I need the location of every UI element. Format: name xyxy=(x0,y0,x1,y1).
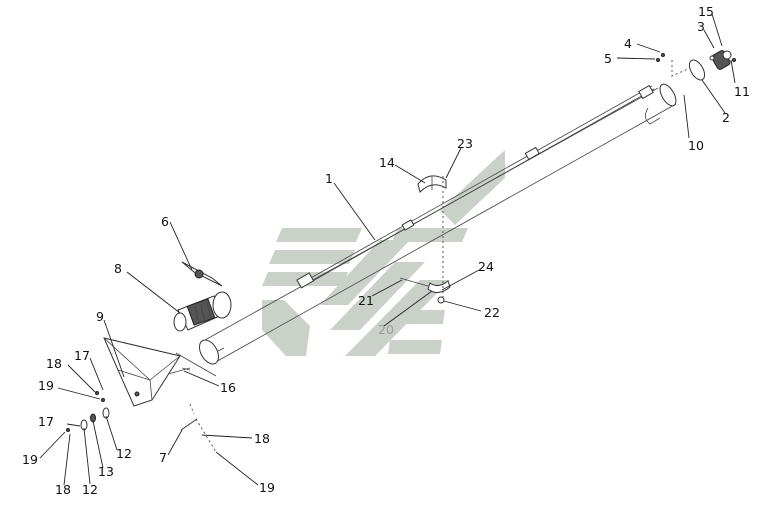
callout-9: 9 xyxy=(96,309,104,324)
callout-2: 2 xyxy=(722,110,730,125)
callout-18-right: 18 xyxy=(254,431,270,446)
callout-1: 1 xyxy=(325,171,333,186)
callout-7: 7 xyxy=(159,450,167,465)
callout-15: 15 xyxy=(698,4,714,19)
callout-23: 23 xyxy=(457,136,473,151)
callout-4: 4 xyxy=(624,36,632,51)
leader-lines xyxy=(39,13,736,486)
tensioner xyxy=(181,261,223,287)
callout-19-right: 19 xyxy=(259,480,275,495)
callout-14: 14 xyxy=(379,155,395,170)
callout-19: 19 xyxy=(38,378,54,393)
callout-17-lower: 17 xyxy=(38,414,54,429)
callout-21: 21 xyxy=(358,293,374,308)
drive-gearbox xyxy=(173,291,232,332)
callout-3: 3 xyxy=(697,19,705,34)
callout-19-lower: 19 xyxy=(22,452,38,467)
callout-24: 24 xyxy=(478,259,494,274)
bracket-pin xyxy=(175,352,217,453)
callout-18: 18 xyxy=(46,356,62,371)
callout-13: 13 xyxy=(98,464,114,479)
callout-18-lower: 18 xyxy=(55,482,71,497)
callout-16: 16 xyxy=(220,380,236,395)
callout-20: 20 xyxy=(378,322,394,337)
callout-12-lower: 12 xyxy=(82,482,98,497)
callout-22: 22 xyxy=(484,305,500,320)
guide-rail xyxy=(296,84,655,289)
callout-5: 5 xyxy=(604,51,612,66)
bearing-parts xyxy=(66,391,110,432)
lower-clamp xyxy=(427,280,451,293)
callout-17: 17 xyxy=(74,348,90,363)
callout-6: 6 xyxy=(161,214,169,229)
callout-labels: 15 3 4 5 11 2 10 23 14 1 6 8 24 21 22 20… xyxy=(22,4,750,497)
head-assembly xyxy=(656,50,736,81)
intake-hopper xyxy=(103,337,191,407)
callout-12: 12 xyxy=(116,446,132,461)
watermark-logo xyxy=(262,150,505,356)
callout-10: 10 xyxy=(688,138,704,153)
callout-11: 11 xyxy=(734,84,750,99)
callout-8: 8 xyxy=(114,261,122,276)
